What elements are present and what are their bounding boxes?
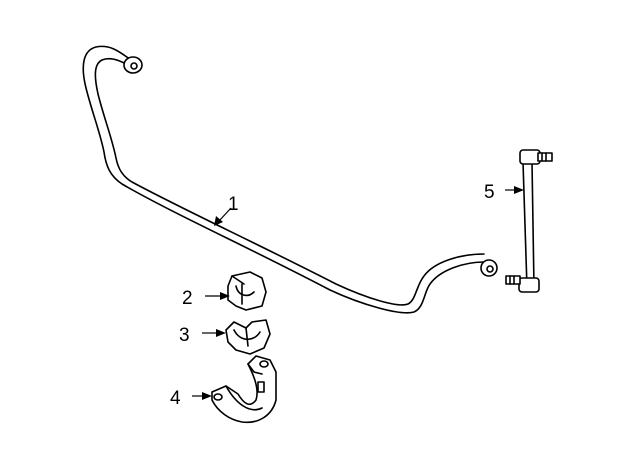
mounting-bracket	[211, 355, 277, 424]
leader-line-3	[202, 329, 226, 337]
stabilizer-link	[505, 149, 553, 293]
callout-2: 2	[182, 288, 193, 309]
leader-line-4	[192, 392, 212, 400]
bushing-lower	[225, 319, 271, 355]
callout-1: 1	[228, 194, 239, 215]
callout-4: 4	[170, 388, 181, 409]
bushing-upper	[227, 271, 267, 311]
leader-line-5	[505, 186, 524, 194]
leader-line-1	[214, 207, 232, 226]
leader-line-2	[205, 292, 230, 300]
callout-3: 3	[179, 325, 190, 346]
stabilizer-bar	[82, 45, 498, 314]
callout-5: 5	[484, 182, 495, 203]
